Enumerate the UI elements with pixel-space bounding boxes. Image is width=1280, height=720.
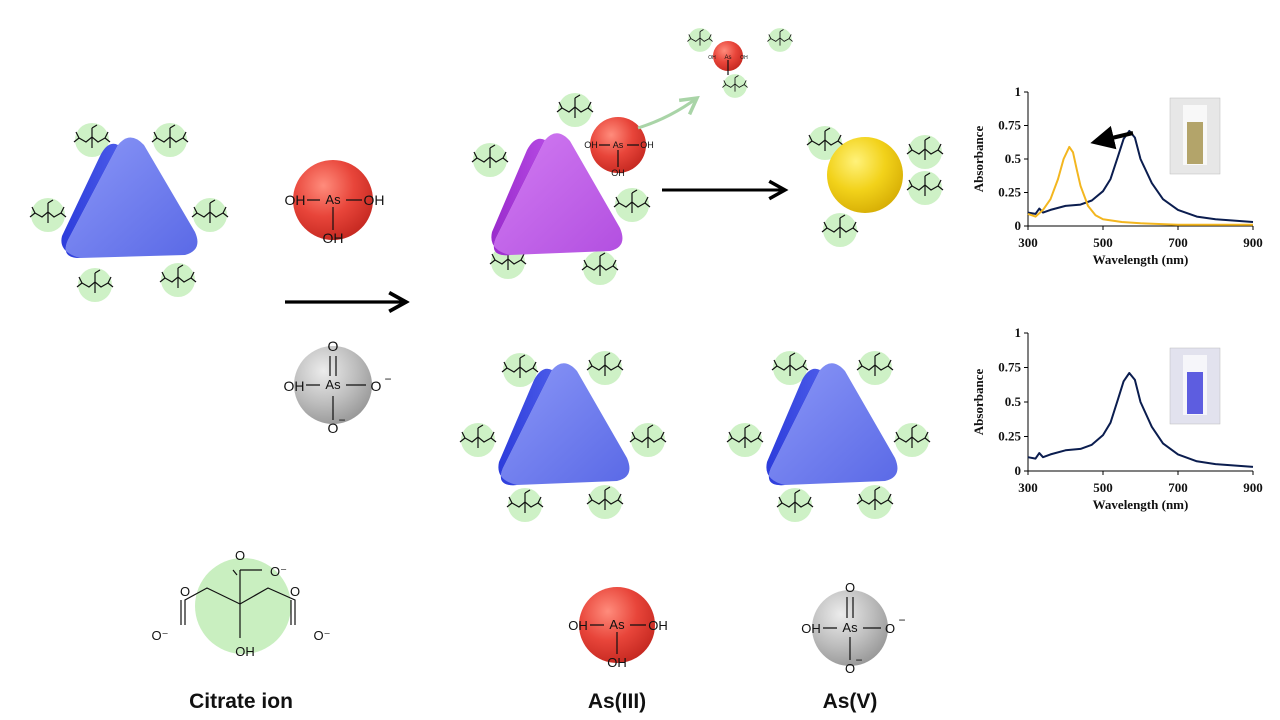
citrate-o-minus-top: O⁻ <box>270 564 287 579</box>
series-line-0 <box>1027 372 1254 468</box>
x-axis-label: Wavelength (nm) <box>1093 252 1189 267</box>
legend-as5-o-bottom: O <box>845 661 855 676</box>
y-tick-label: 1 <box>1015 84 1022 99</box>
y-tick-label: 0.5 <box>1005 394 1022 409</box>
y-tick-label: 1 <box>1015 325 1022 340</box>
as5-treated-nanoprism <box>459 350 667 523</box>
y-tick-label: 0.5 <box>1005 151 1022 166</box>
series-line-0 <box>1027 129 1254 223</box>
as5-minus-bottom: − <box>338 413 345 427</box>
citrate-o-top: O <box>235 548 245 563</box>
initial-nanoprism <box>29 122 229 303</box>
legend-as5-oh: OH <box>801 621 821 636</box>
legend-as5-minus-bottom: − <box>855 653 862 667</box>
as5-legend: As OH O − O O − <box>801 580 905 676</box>
citrate-caption: Citrate ion <box>189 690 293 713</box>
citrate-oh: OH <box>235 644 255 659</box>
y-tick-label: 0.25 <box>998 185 1021 200</box>
detached-oh-left: OH <box>708 55 716 61</box>
as3-caption: As(III) <box>588 690 646 713</box>
legend-as5-o-right: O <box>885 621 895 636</box>
as5-caption: As(V) <box>823 690 878 713</box>
y-tick-label: 0.75 <box>998 118 1021 133</box>
curved-arrow <box>637 98 697 130</box>
as3-reagent: As OH OH OH <box>285 160 385 246</box>
blueshift-arrow-icon <box>1090 125 1134 150</box>
y-tick-label: 0 <box>1015 218 1022 233</box>
citrate-legend: O O⁻ O⁻ O O⁻ O OH <box>152 548 331 659</box>
bound-oh-right: OH <box>640 140 654 150</box>
bound-oh-left: OH <box>584 140 598 150</box>
legend-as5-o-top: O <box>845 580 855 595</box>
x-tick-label: 300 <box>1018 235 1038 250</box>
y-axis-label: Absorbance <box>971 126 986 193</box>
detached-as-label: As <box>724 55 731 61</box>
legend-as3-as: As <box>609 617 625 632</box>
as5-o-right: O <box>371 378 382 394</box>
as3-oh-bottom: OH <box>323 230 344 246</box>
legend-as5-minus-right: − <box>898 613 905 627</box>
legend-as5-as: As <box>842 620 858 635</box>
control-nanoprism <box>726 350 931 523</box>
citrate-o-left: O <box>180 584 190 599</box>
cuvette-inset-gold <box>1169 97 1221 175</box>
as5-o-top: O <box>328 338 339 354</box>
citrate-o-right: O <box>290 584 300 599</box>
cuvette-inset-blue <box>1169 347 1221 425</box>
y-axis-label: Absorbance <box>971 369 986 436</box>
x-tick-label: 700 <box>1168 235 1188 250</box>
citrate-o-minus-left: O⁻ <box>152 628 169 643</box>
x-tick-label: 500 <box>1093 480 1113 495</box>
legend-as3-oh-bottom: OH <box>607 655 627 670</box>
spherical-nanoparticle <box>806 125 944 248</box>
x-tick-label: 500 <box>1093 235 1113 250</box>
y-tick-label: 0.75 <box>998 360 1021 375</box>
x-tick-label: 700 <box>1168 480 1188 495</box>
as3-oh-right: OH <box>364 192 385 208</box>
as3-as-label: As <box>325 192 341 207</box>
legend-as3-oh-right: OH <box>648 618 668 633</box>
detached-oh-right: OH <box>740 55 748 61</box>
as5-oh-left: OH <box>284 378 305 394</box>
as5-minus-right: − <box>384 372 391 386</box>
as5-o-bottom: O <box>328 420 339 436</box>
series-line-1 <box>1027 145 1253 226</box>
as5-reagent: As OH O − O O − <box>284 338 392 436</box>
legend-as3-oh-left: OH <box>568 618 588 633</box>
citrate-o-minus-right: O⁻ <box>314 628 331 643</box>
bound-as-label: As <box>613 140 624 150</box>
y-tick-label: 0 <box>1015 463 1022 478</box>
detached-as-complex: As OH OH <box>686 27 794 99</box>
x-tick-label: 300 <box>1018 480 1038 495</box>
as3-treated-nanoprism: As OH OH OH <box>471 92 654 286</box>
bound-oh-bottom: OH <box>611 168 625 178</box>
as3-oh-left: OH <box>285 192 306 208</box>
y-tick-label: 0.25 <box>998 429 1021 444</box>
x-axis-label: Wavelength (nm) <box>1093 497 1189 512</box>
as3-legend: As OH OH OH <box>568 587 668 670</box>
x-tick-label: 900 <box>1243 480 1263 495</box>
x-tick-label: 900 <box>1243 235 1263 250</box>
as5-as-label: As <box>325 377 341 392</box>
